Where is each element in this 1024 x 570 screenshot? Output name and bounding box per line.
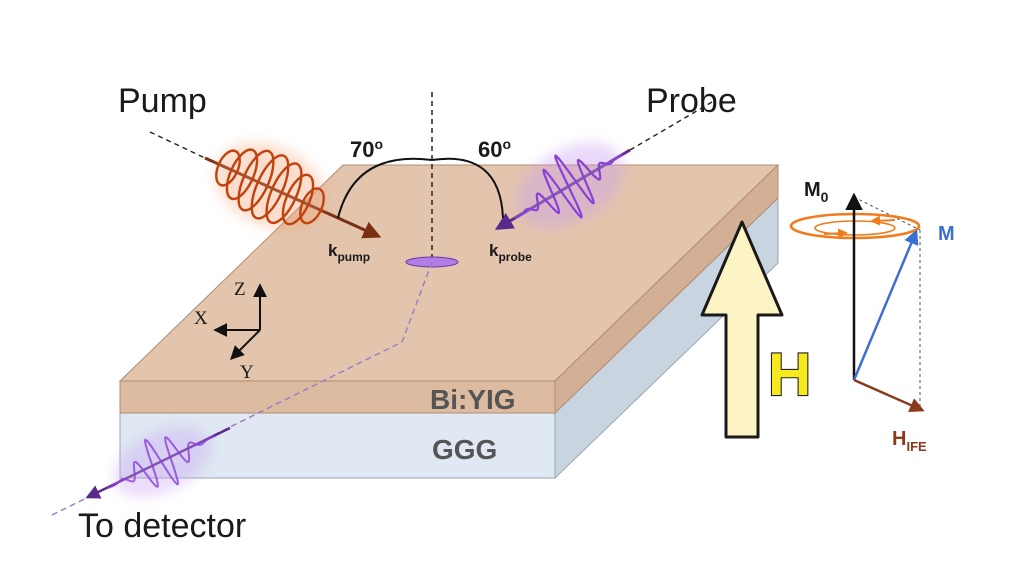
probe-beam <box>494 101 713 230</box>
sample-slab <box>118 163 780 480</box>
pump-wave-loop <box>237 149 275 212</box>
field-arrow-shape <box>700 220 784 439</box>
pump-wave-loop <box>225 148 259 201</box>
angle-pump-label: 70o <box>350 136 383 162</box>
angle-probe-label: 60o <box>478 136 511 162</box>
pump-dashed-line <box>149 131 206 159</box>
pump-wave-loop <box>299 187 325 225</box>
pump-wave-packet <box>214 142 326 230</box>
pump-wave-loop <box>250 154 290 220</box>
coordinate-axes: Z X Y <box>194 279 267 383</box>
angle-arc-pump <box>337 157 433 219</box>
field-label: H <box>768 341 811 408</box>
ggg-label: GGG <box>432 434 497 465</box>
transmitted-wave-packet <box>107 426 216 498</box>
magnetic-field-arrow <box>700 220 784 439</box>
hife-vector <box>853 378 925 413</box>
m0-label: M0 <box>804 179 829 205</box>
precession-arrow-left <box>823 228 848 239</box>
m-vector <box>852 229 919 381</box>
vector-diagram <box>789 192 925 413</box>
precession-arrow-right <box>870 215 896 226</box>
dashed-guide-top <box>853 196 921 231</box>
k-pump-label: kpump <box>328 241 370 264</box>
bi-yig-side-face <box>554 163 779 415</box>
axis-y-arrow <box>230 329 261 360</box>
to-detector-label: To detector <box>78 507 246 545</box>
m-label: M <box>938 223 955 245</box>
axis-y-label: Y <box>240 362 254 383</box>
angle-arc-probe <box>431 157 504 219</box>
transmitted-beam <box>51 261 433 516</box>
bi-yig-label: Bi:YIG <box>430 384 516 415</box>
axis-z-label: Z <box>234 279 246 300</box>
probe-dashed-line <box>629 101 713 151</box>
pump-wave-loop <box>215 149 241 187</box>
pump-wave-loop <box>281 173 315 226</box>
hife-label: HIFE <box>892 428 927 454</box>
probe-label: Probe <box>646 82 737 120</box>
axis-x-label: X <box>194 308 208 329</box>
k-probe-label: kprobe <box>489 241 532 264</box>
pump-beam <box>149 131 382 239</box>
probe-wave-packet <box>514 142 624 228</box>
pump-wave-loop <box>265 162 303 225</box>
pump-label: Pump <box>118 82 207 120</box>
